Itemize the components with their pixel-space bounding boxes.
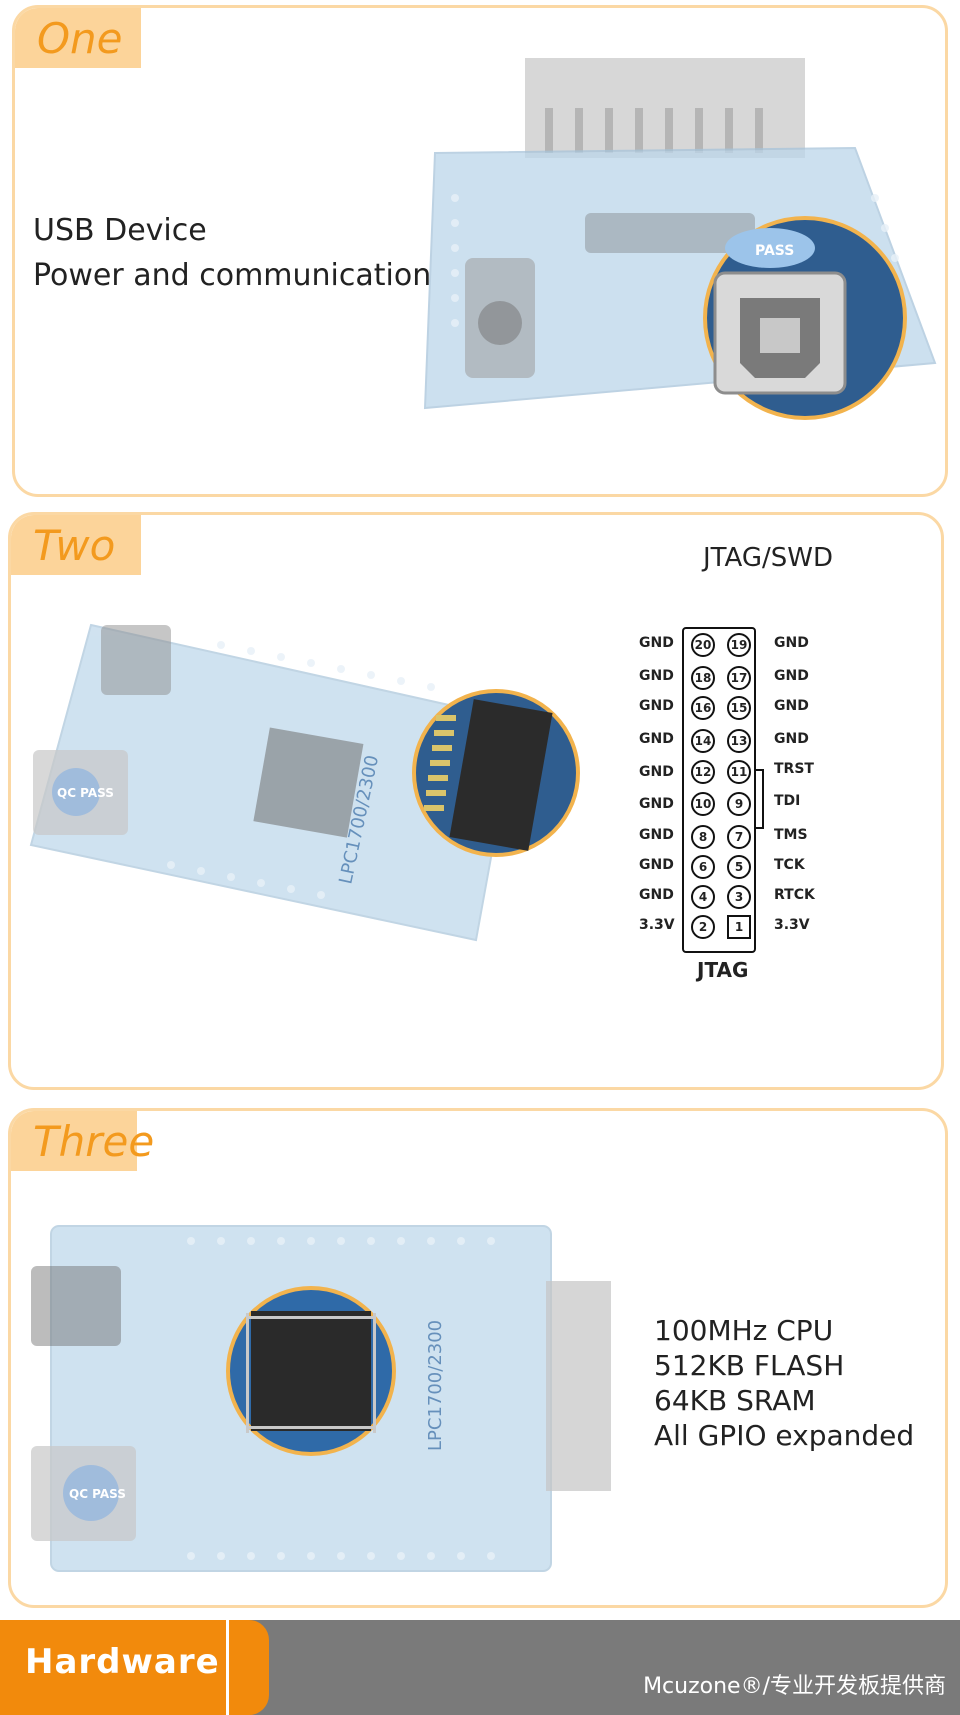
pin-20: 20: [691, 633, 715, 657]
panel-three: Three QC PASS LPC1700/2300 100MHz CPU 51…: [8, 1108, 948, 1608]
usb-title: USB Device: [33, 213, 207, 248]
pin-13: 13: [727, 729, 751, 753]
pin-label-left-14: GND: [639, 731, 674, 747]
panel-tag: One: [15, 8, 141, 68]
spec-sram: 64KB SRAM: [654, 1384, 816, 1417]
pin-label-left-2: 3.3V: [639, 917, 675, 933]
pin-16: 16: [691, 696, 715, 720]
pin-8: 8: [691, 825, 715, 849]
pin-label-right-1: 3.3V: [774, 917, 810, 933]
usb-subtitle: Power and communication: [33, 258, 432, 293]
footer-tab-edge: [229, 1620, 269, 1715]
pin-18: 18: [691, 666, 715, 690]
qc-badge: QC PASS: [57, 786, 114, 800]
spec-gpio: All GPIO expanded: [654, 1419, 915, 1452]
pin-11: 11: [727, 760, 751, 784]
pin-9: 9: [727, 792, 751, 816]
pin-label-right-11: TRST: [774, 761, 814, 777]
pin-12: 12: [691, 760, 715, 784]
footer-brand-text: Mcuzone®/专业开发板提供商: [643, 1674, 946, 1699]
panel-tag: Two: [11, 515, 141, 575]
jtag-key-notch: [756, 769, 764, 829]
pin-label-right-17: GND: [774, 668, 809, 684]
pin-label-right-5: TCK: [774, 857, 805, 873]
pin-1: 1: [727, 915, 751, 939]
jtag-connector-outline: [682, 627, 756, 953]
jtag-pinout: JTAG/SWD GND 20 19 GND GND 18 17 GND GND…: [611, 515, 941, 1085]
pin-15: 15: [727, 696, 751, 720]
pin-label-right-13: GND: [774, 731, 809, 747]
footer-tab: [0, 1620, 236, 1715]
pin-label-right-3: RTCK: [774, 887, 815, 903]
pin-5: 5: [727, 855, 751, 879]
board-text: LPC1700/2300: [425, 1320, 446, 1451]
pin-10: 10: [691, 792, 715, 816]
pin-6: 6: [691, 855, 715, 879]
jtag-board-image: QC PASS LPC1700/2300: [29, 623, 580, 942]
pin-label-left-18: GND: [639, 668, 674, 684]
spec-flash: 512KB FLASH: [654, 1349, 845, 1382]
pin-label-left-4: GND: [639, 887, 674, 903]
usb-board-image: PASS: [423, 58, 937, 420]
pin-label-right-15: GND: [774, 698, 809, 714]
panel-tag: Three: [11, 1111, 154, 1171]
pin-14: 14: [691, 729, 715, 753]
pin-4: 4: [691, 885, 715, 909]
panel-one: One PASS USB Device Power and communicat…: [12, 5, 948, 497]
badge-text: PASS: [755, 243, 794, 259]
spec-cpu: 100MHz CPU: [654, 1314, 834, 1347]
pin-2: 2: [691, 915, 715, 939]
pin-label-left-16: GND: [639, 698, 674, 714]
pin-label-left-8: GND: [639, 827, 674, 843]
jtag-footer-label: JTAG: [697, 958, 749, 982]
pin-label-left-10: GND: [639, 796, 674, 812]
footer-bar: Hardware Mcuzone®/专业开发板提供商: [0, 1620, 960, 1715]
pin-label-right-19: GND: [774, 635, 809, 651]
pin-3: 3: [727, 885, 751, 909]
pin-label-left-20: GND: [639, 635, 674, 651]
qc-badge: QC PASS: [69, 1487, 126, 1501]
pin-label-left-12: GND: [639, 764, 674, 780]
panel-two: Two QC PASS LPC1700/2300 JTAG/SWD: [8, 512, 944, 1090]
pin-19: 19: [727, 633, 751, 657]
footer-divider: [226, 1620, 229, 1715]
pin-label-right-9: TDI: [774, 793, 801, 809]
pin-label-left-6: GND: [639, 857, 674, 873]
jtag-title: JTAG/SWD: [703, 543, 833, 573]
pin-17: 17: [727, 666, 751, 690]
cpu-board-image: QC PASS LPC1700/2300: [31, 1225, 611, 1572]
footer-title: Hardware: [25, 1642, 220, 1682]
pin-7: 7: [727, 825, 751, 849]
pin-label-right-7: TMS: [774, 827, 808, 843]
